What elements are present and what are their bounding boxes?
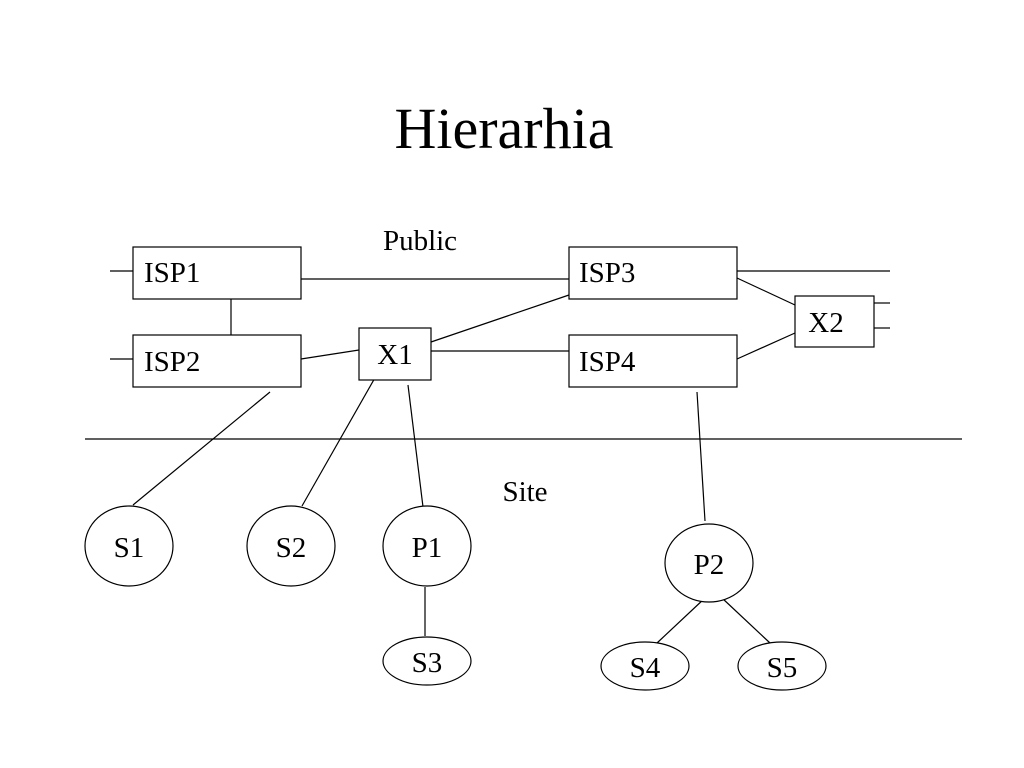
connections — [110, 270, 890, 644]
s2-label: S2 — [276, 532, 307, 564]
s5-label: S5 — [767, 652, 798, 684]
public-label: Public — [383, 225, 457, 257]
p2-s5-link — [721, 597, 771, 644]
s2-circle — [246, 505, 336, 587]
s4-label: S4 — [630, 652, 661, 684]
s1-label: S1 — [114, 532, 145, 564]
x1-p1-link — [407, 384, 424, 508]
s5-ellipse — [737, 641, 827, 691]
isp3-label: ISP3 — [579, 257, 635, 289]
isp3-x2-link — [736, 277, 796, 306]
isp2-frame — [132, 334, 302, 388]
isp4-p2-link — [696, 391, 706, 522]
slide-title: Hierarhia — [395, 96, 614, 161]
s2-node: S2 — [246, 505, 336, 587]
isp4-box: ISP4 — [568, 334, 738, 388]
isp2-x1-link — [300, 349, 360, 360]
x2-box: X2 — [794, 295, 875, 348]
p2-s4-link — [656, 597, 706, 644]
isp1-frame — [132, 246, 302, 300]
p1-circle — [382, 505, 472, 587]
isp3-frame — [568, 246, 738, 300]
isp4-label: ISP4 — [579, 346, 636, 378]
s3-label: S3 — [412, 647, 443, 679]
site-label: Site — [502, 476, 547, 508]
isp1-label: ISP1 — [144, 257, 200, 289]
s4-ellipse — [600, 641, 690, 691]
x2-frame — [794, 295, 875, 348]
s1-node: S1 — [84, 505, 174, 587]
isp2-label: ISP2 — [144, 346, 200, 378]
p2-label: P2 — [694, 549, 725, 581]
x1-label: X1 — [377, 339, 412, 371]
isp3-box: ISP3 — [568, 246, 738, 300]
s5-node: S5 — [737, 641, 827, 691]
x2-label: X2 — [808, 307, 843, 339]
s1-circle — [84, 505, 174, 587]
p1-node: P1 — [382, 505, 472, 587]
p2-circle — [664, 523, 754, 603]
p1-label: P1 — [412, 532, 443, 564]
s3-node: S3 — [382, 636, 472, 686]
x1-s2-link — [301, 375, 377, 507]
x1-isp3-link — [430, 294, 570, 343]
p2-node: P2 — [664, 523, 754, 603]
s4-node: S4 — [600, 641, 690, 691]
isp4-frame — [568, 334, 738, 388]
x1-frame — [358, 327, 432, 381]
isp2-box: ISP2 — [132, 334, 302, 388]
s3-ellipse — [382, 636, 472, 686]
isp1-box: ISP1 — [132, 246, 302, 300]
isp4-x2-link — [736, 332, 796, 360]
isp2-s1-link — [132, 391, 271, 506]
x1-box: X1 — [358, 327, 432, 381]
